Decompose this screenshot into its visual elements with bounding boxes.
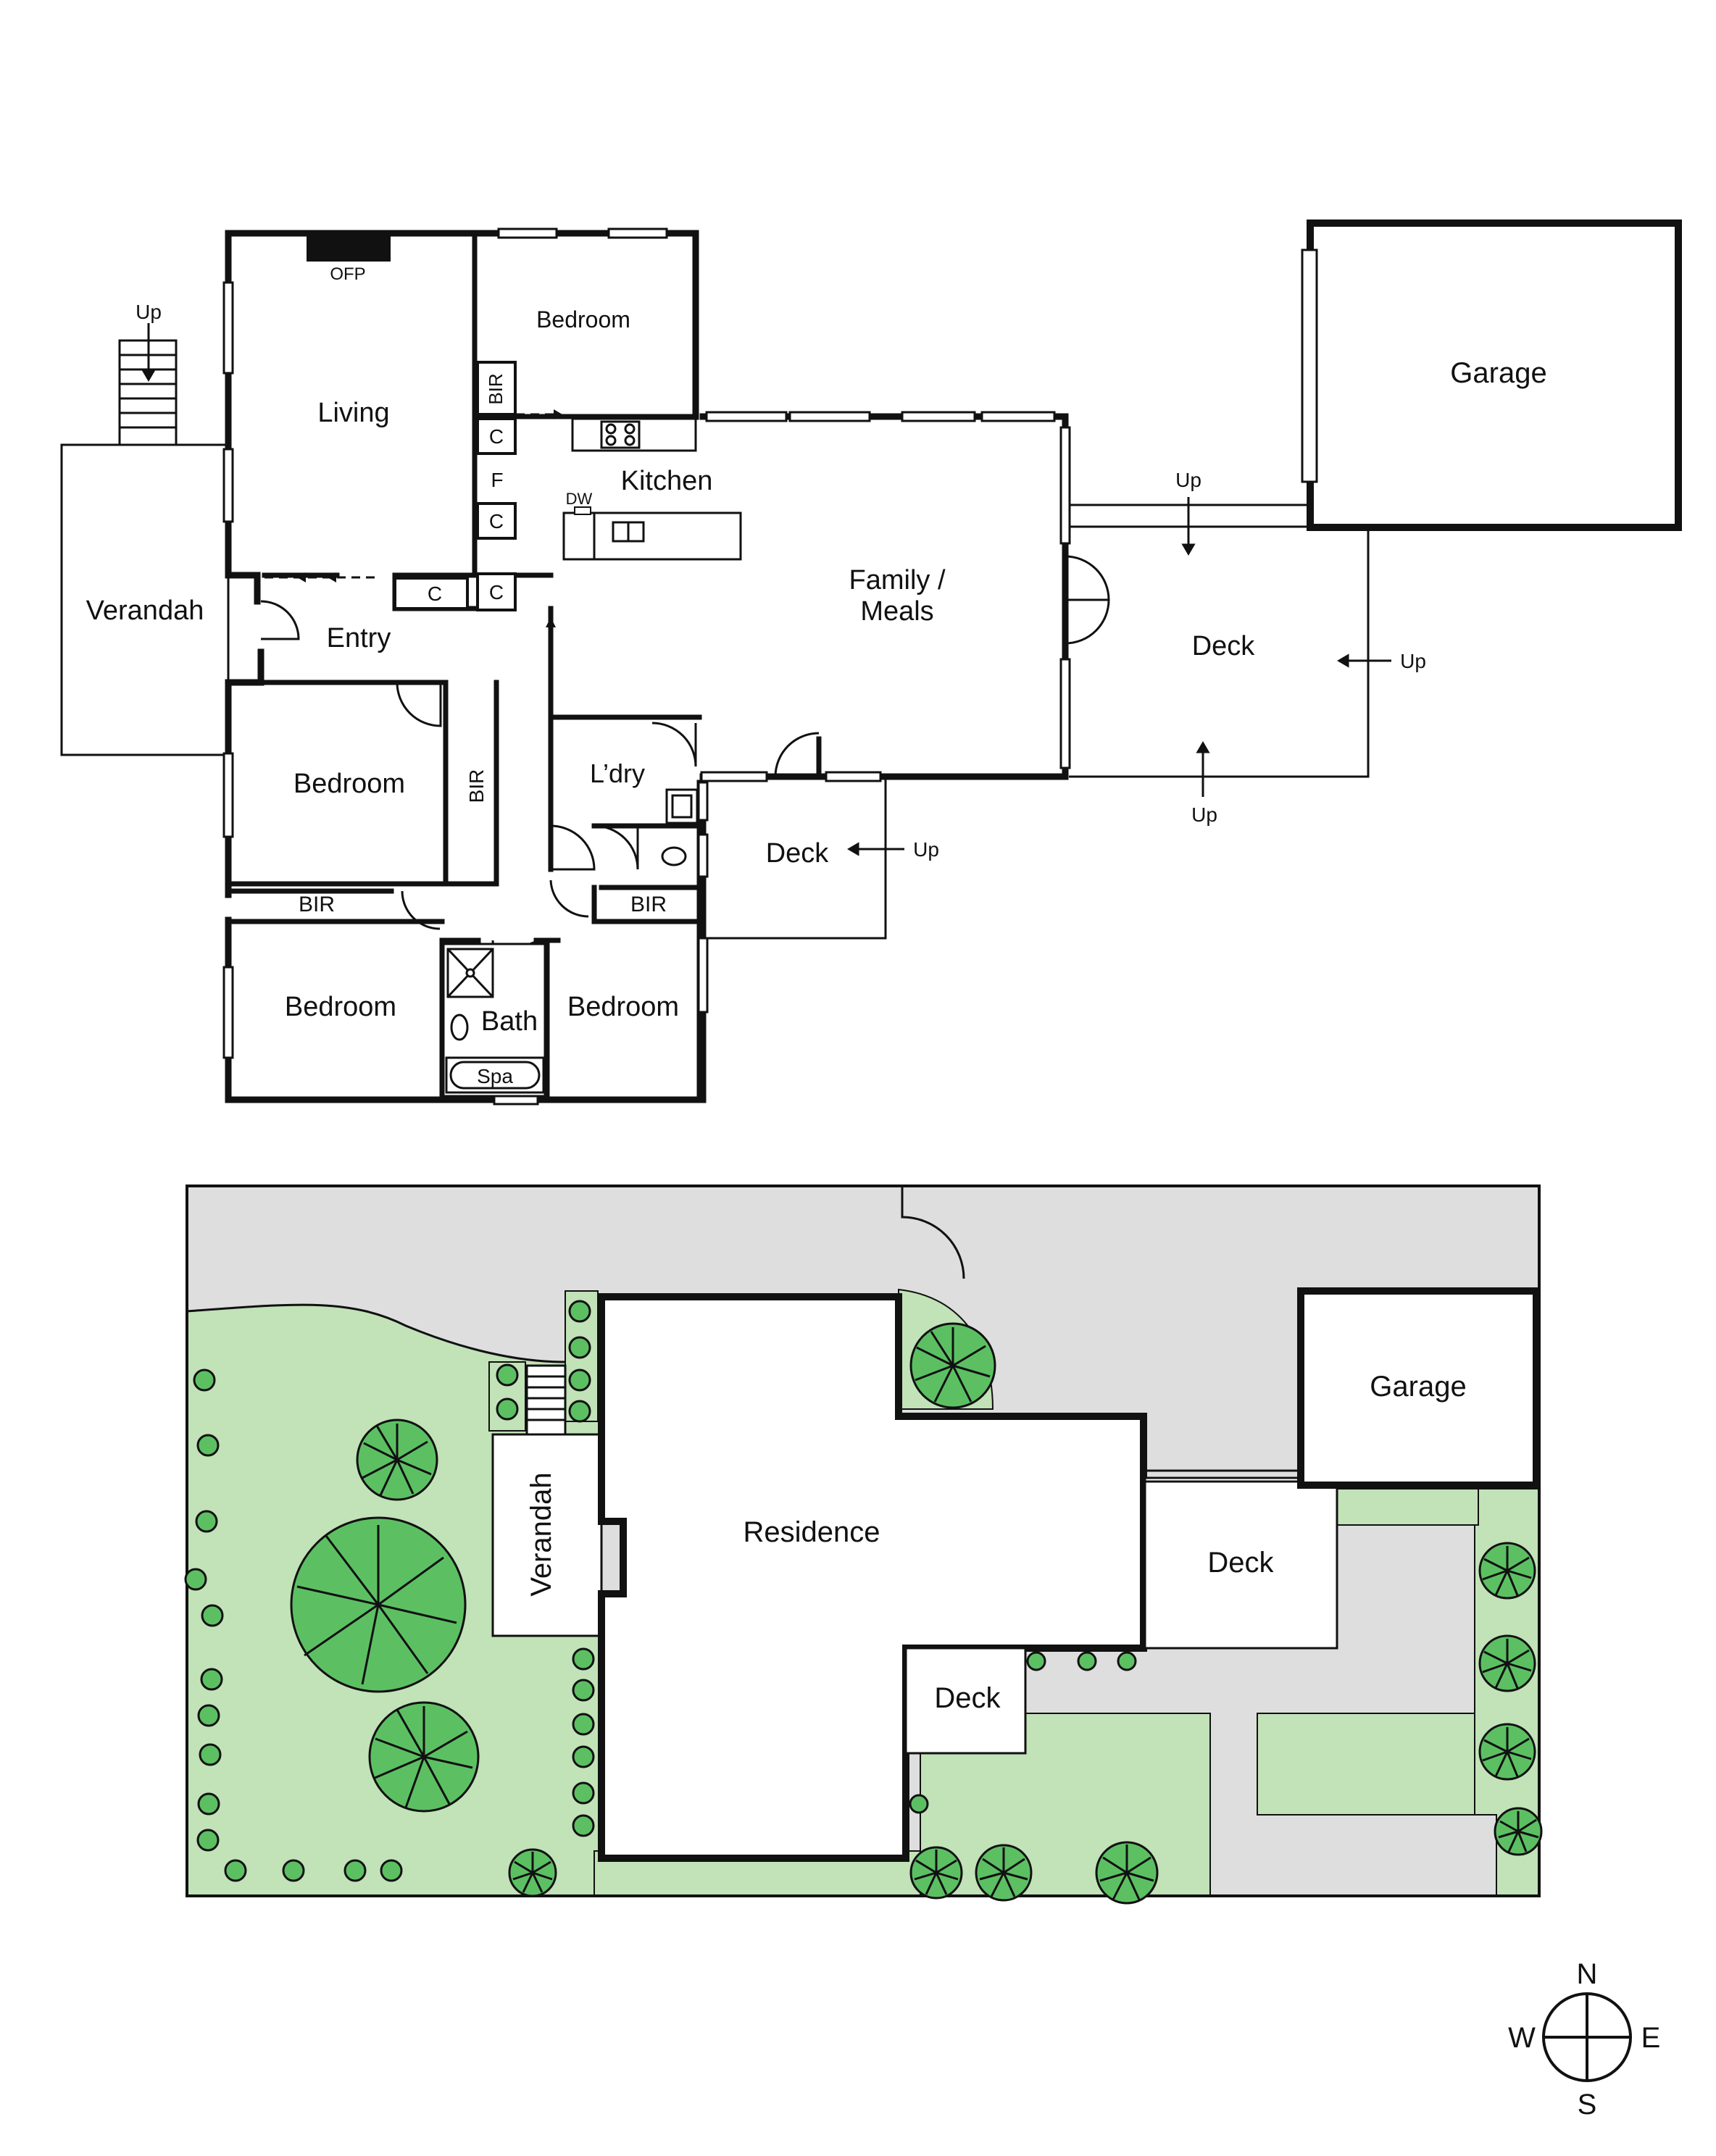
compass-e: E: [1641, 2022, 1661, 2054]
room-label-bir-top: BIR: [485, 373, 507, 404]
dashed-arrows: [265, 413, 558, 677]
site-boundary: [186, 1184, 1541, 1897]
room-label-verandah: Verandah: [86, 596, 204, 626]
laundry-fixtures: [661, 788, 699, 866]
stair-label-deck-right: Up: [1400, 650, 1426, 672]
room-label-bir-right: BIR: [630, 893, 667, 916]
site-residence: [598, 1293, 1147, 1862]
stair-label-verandah: Up: [136, 301, 162, 323]
compass: N S W E: [1508, 1958, 1660, 2121]
room-label-garage: Garage: [1450, 357, 1546, 389]
compass-s: S: [1578, 2089, 1597, 2121]
room-label-dw: DW: [566, 490, 593, 508]
room-label-bath: Bath: [481, 1006, 538, 1037]
floor-plan: Living OFP Bedroom BIR C F C C C DW Kitc…: [60, 220, 1682, 1106]
tree-branches: [296, 1327, 1539, 1900]
room-label-entry: Entry: [327, 623, 391, 653]
room-label-c1: C: [489, 425, 504, 448]
verandah-area: [60, 443, 230, 756]
deck-large-outline: [1069, 527, 1370, 778]
stair-label-small-deck: Up: [913, 838, 939, 861]
site-label-verandah: Verandah: [525, 1472, 557, 1596]
lawn-garage-strip: [1333, 1488, 1479, 1526]
site-garage-walkway: [1145, 1469, 1301, 1483]
arrow-heads: [297, 409, 562, 627]
gate-swing: [901, 1186, 965, 1279]
room-label-bedroom-br: Bedroom: [567, 992, 679, 1022]
room-label-bedroom-top: Bedroom: [536, 306, 630, 333]
room-label-deck-small: Deck: [766, 838, 830, 869]
floor-plan-labels: Living OFP Bedroom BIR C F C C C DW Kitc…: [86, 264, 1547, 1087]
compass-w: W: [1508, 2022, 1536, 2054]
room-label-spa: Spa: [477, 1065, 513, 1087]
kitchen-island: [562, 506, 742, 561]
deck-arrows: [847, 497, 1391, 856]
room-label-deck-large: Deck: [1192, 631, 1256, 661]
room-label-c2: C: [489, 510, 504, 532]
room-label-laundry: L’dry: [590, 759, 645, 788]
site-deck-small: [904, 1647, 1027, 1755]
stair-label-deck-bottom: Up: [1191, 803, 1217, 826]
site-verandah: [491, 1433, 603, 1637]
site-verandah-stairs: [525, 1364, 567, 1436]
lawn-east-bed: [1257, 1713, 1475, 1816]
verandah-stairs: [118, 323, 178, 446]
site-plan-labels: Residence Verandah Deck Deck Garage: [525, 1371, 1467, 1714]
bath-fixtures: [442, 943, 546, 1098]
cupboards: [393, 361, 517, 611]
room-label-ofp: OFP: [330, 264, 365, 284]
compass-n: N: [1577, 1958, 1598, 1990]
house-outer-walls: [225, 230, 1069, 1103]
stair-label-garage: Up: [1175, 469, 1201, 491]
hedge-shrubs: [184, 1300, 1137, 1882]
windows: [222, 227, 1071, 1106]
fireplace: [307, 235, 391, 262]
garage-building: [1301, 220, 1682, 531]
room-label-bedroom-bl: Bedroom: [285, 992, 396, 1022]
room-label-family-meals-2: Meals: [860, 596, 933, 627]
room-label-bir-mid: BIR: [465, 769, 488, 803]
site-plan: Residence Verandah Deck Deck Garage: [184, 1184, 1543, 1905]
room-label-f: F: [491, 469, 503, 491]
site-label-garage: Garage: [1370, 1371, 1466, 1403]
room-label-bedroom-mid: Bedroom: [293, 769, 405, 799]
site-label-deck-large: Deck: [1207, 1547, 1274, 1579]
room-label-bir-left: BIR: [299, 893, 335, 916]
site-label-deck-small: Deck: [934, 1682, 1001, 1714]
room-label-kitchen: Kitchen: [621, 466, 713, 496]
compass-labels: N S W E: [1508, 1958, 1660, 2121]
site-garage: [1297, 1287, 1540, 1489]
site-label-residence: Residence: [743, 1516, 880, 1548]
room-label-family-meals-1: Family /: [849, 565, 946, 596]
cooktop-counter: [571, 417, 697, 452]
room-label-c4: C: [489, 581, 504, 603]
site-deck-large: [1144, 1476, 1338, 1650]
room-label-c3: C: [428, 582, 442, 605]
room-label-living: Living: [317, 398, 389, 428]
